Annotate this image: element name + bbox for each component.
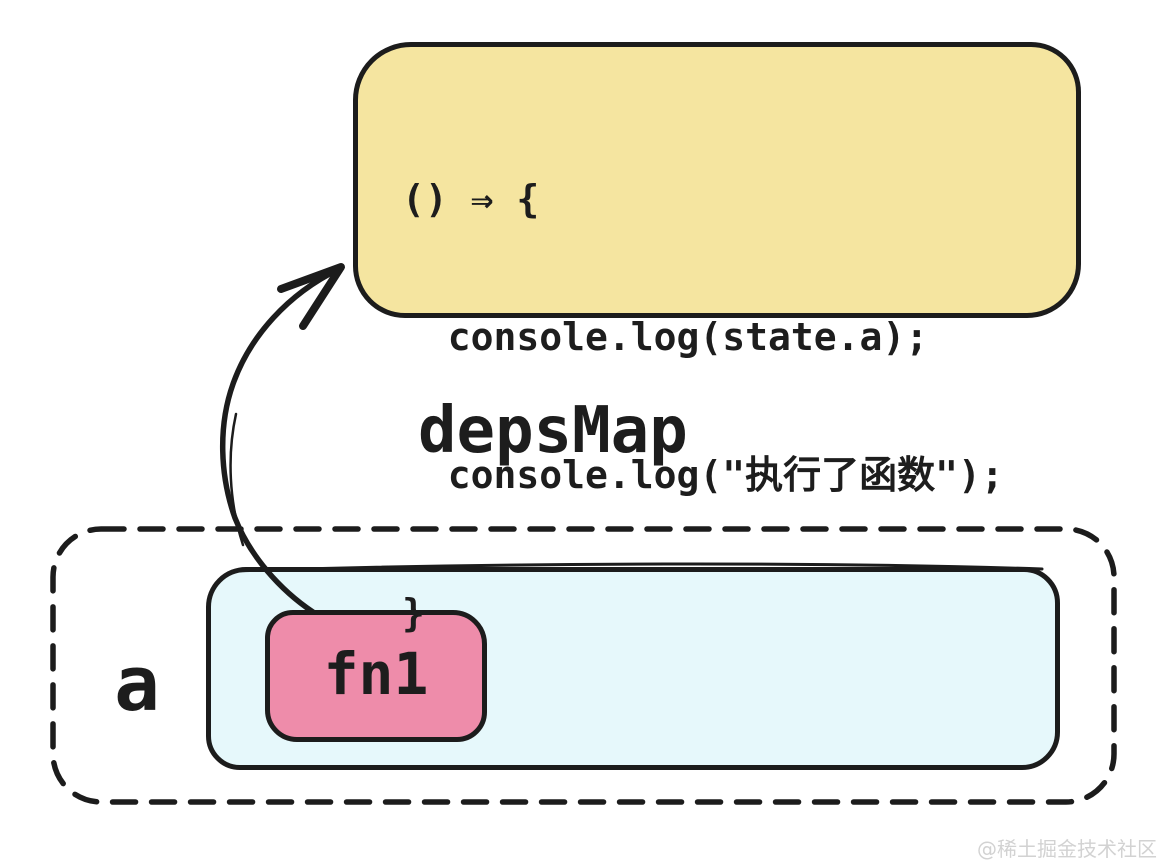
deps-map-label: depsMap	[418, 394, 688, 468]
watermark-text: @稀土掘金技术社区	[977, 837, 1157, 861]
code-line-3: console.log("执行了函数");	[402, 453, 1004, 497]
dependency-arrowhead-icon	[277, 263, 345, 330]
dependency-arrow-overdraw	[229, 412, 245, 547]
map-key-label: a	[114, 639, 160, 728]
effect-code-box	[353, 42, 1081, 318]
dependency-arrow-shaft	[220, 266, 342, 615]
code-line-4: }	[402, 591, 425, 635]
effect-code-text: () ⇒ { console.log(state.a); console.log…	[402, 84, 1004, 728]
code-line-1: () ⇒ {	[402, 177, 540, 221]
code-line-2: console.log(state.a);	[402, 315, 929, 359]
